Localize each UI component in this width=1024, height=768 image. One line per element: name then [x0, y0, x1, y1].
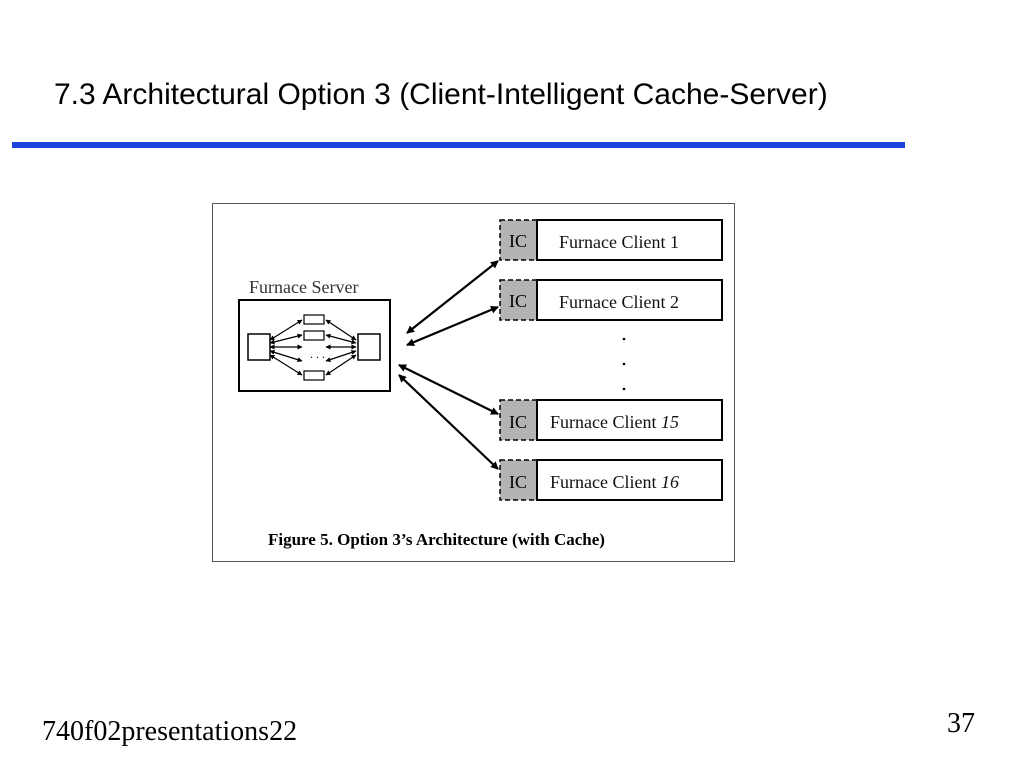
cache-label: IC	[509, 291, 527, 311]
server-input-node	[247, 333, 271, 361]
connection-arrow-client-2	[406, 305, 499, 347]
client-number: 16	[661, 472, 679, 492]
server-worker-node	[303, 370, 325, 381]
server-internal-arrow	[269, 354, 303, 376]
client-label: Furnace Client 2	[559, 292, 679, 312]
architecture-diagram: Furnace Server . . .	[212, 203, 735, 562]
page-number: 37	[947, 708, 975, 739]
ellipsis-dot	[622, 387, 626, 391]
client-number: 1	[670, 232, 679, 252]
client-box	[536, 219, 723, 261]
server-internal-arrow	[269, 333, 303, 345]
figure-caption: Figure 5. Option 3’s Architecture (with …	[268, 530, 605, 549]
client-box	[536, 399, 723, 441]
intelligent-cache-box	[499, 279, 538, 321]
server-internal-arrow	[325, 354, 357, 376]
title-underline	[12, 142, 905, 148]
server-internal-arrow	[325, 333, 357, 345]
server-label: Furnace Server	[249, 277, 358, 297]
client-number: 2	[670, 292, 679, 312]
client-name: Furnace Client	[559, 292, 665, 312]
client-label: Furnace Client 16	[550, 472, 679, 492]
server-internals: . . .	[247, 314, 381, 381]
client-name: Furnace Client	[550, 472, 656, 492]
client-1: IC Furnace Client 1	[499, 219, 723, 261]
cache-label: IC	[509, 412, 527, 432]
server-worker-node	[303, 330, 325, 341]
server-output-node	[357, 333, 381, 361]
client-label: Furnace Client 15	[550, 412, 679, 432]
ellipsis-dot	[622, 362, 626, 366]
client-15: IC Furnace Client 15	[499, 399, 723, 441]
client-name: Furnace Client	[550, 412, 656, 432]
ellipsis-dot	[622, 337, 626, 341]
server-dots: . . .	[310, 347, 325, 361]
client-box	[536, 459, 723, 501]
client-label: Furnace Client 1	[559, 232, 679, 252]
server-worker-node	[303, 314, 325, 325]
cache-label: IC	[509, 472, 527, 492]
connection-arrow-client-16	[398, 374, 499, 470]
architecture-figure: Furnace Server . . .	[212, 203, 735, 562]
client-number: 15	[661, 412, 679, 432]
slide-title: 7.3 Architectural Option 3 (Client-Intel…	[54, 78, 828, 111]
footer-label: 740f02presentations22	[42, 716, 298, 747]
client-ellipsis	[622, 337, 626, 391]
intelligent-cache-box	[499, 459, 538, 501]
client-2: IC Furnace Client 2	[499, 279, 723, 321]
cache-label: IC	[509, 231, 527, 251]
client-name: Furnace Client	[559, 232, 665, 252]
client-16: IC Furnace Client 16	[499, 459, 723, 501]
client-box	[536, 279, 723, 321]
